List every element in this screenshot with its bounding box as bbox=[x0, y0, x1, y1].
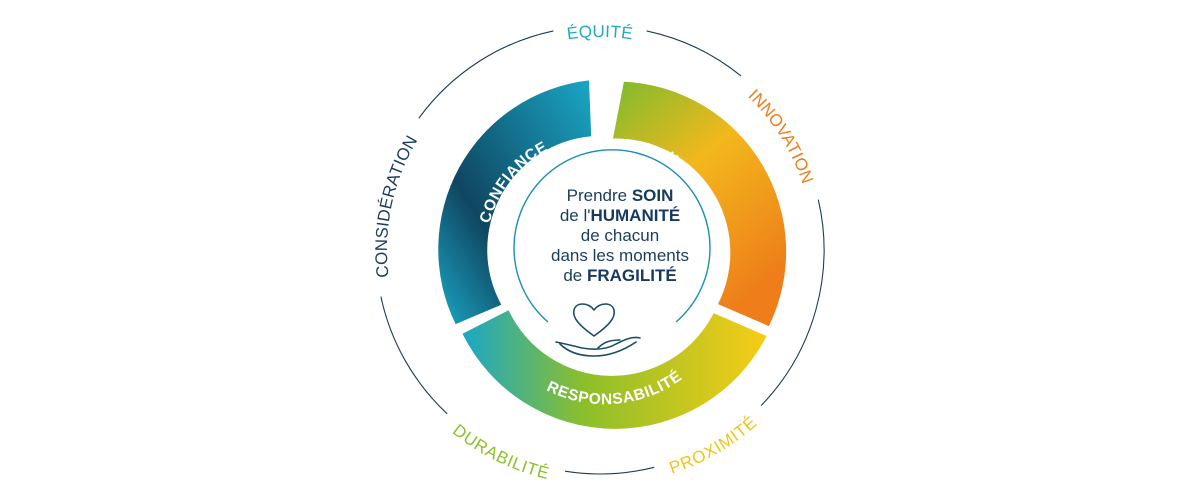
outer-ring-arc bbox=[760, 199, 825, 406]
tagline-line-2: de l'HUMANITÉ bbox=[559, 206, 681, 225]
tagline-line-5: de FRAGILITÉ bbox=[563, 266, 677, 285]
center-disc bbox=[506, 146, 714, 354]
tagline-line-4: dans les moments bbox=[551, 246, 689, 265]
outer-value-consideration: CONSIDÉRATION bbox=[372, 132, 421, 279]
outer-value-proximite: PROXIMITÉ bbox=[667, 413, 761, 478]
heart-in-hand-icon bbox=[555, 303, 641, 357]
segment-responsabilite bbox=[462, 310, 767, 429]
center-tagline: Prendre SOIN de l'HUMANITÉ de chacun dan… bbox=[520, 186, 720, 286]
tagline-line-3: de chacun bbox=[580, 226, 660, 245]
values-ring bbox=[438, 80, 787, 429]
center-ring bbox=[513, 149, 711, 323]
segment-confiance bbox=[438, 80, 592, 325]
outer-ring-arc bbox=[380, 296, 448, 415]
outer-ring-arc bbox=[564, 466, 655, 475]
tagline-line-1: Prendre SOIN bbox=[566, 186, 674, 205]
outer-value-equite: ÉQUITÉ bbox=[566, 22, 634, 43]
outer-ring bbox=[380, 30, 825, 475]
outer-ring-arc bbox=[646, 30, 742, 77]
segment-initiative bbox=[613, 81, 787, 327]
outer-ring-arc bbox=[418, 30, 554, 119]
outer-value-durabilite: DURABILITÉ bbox=[449, 420, 551, 483]
